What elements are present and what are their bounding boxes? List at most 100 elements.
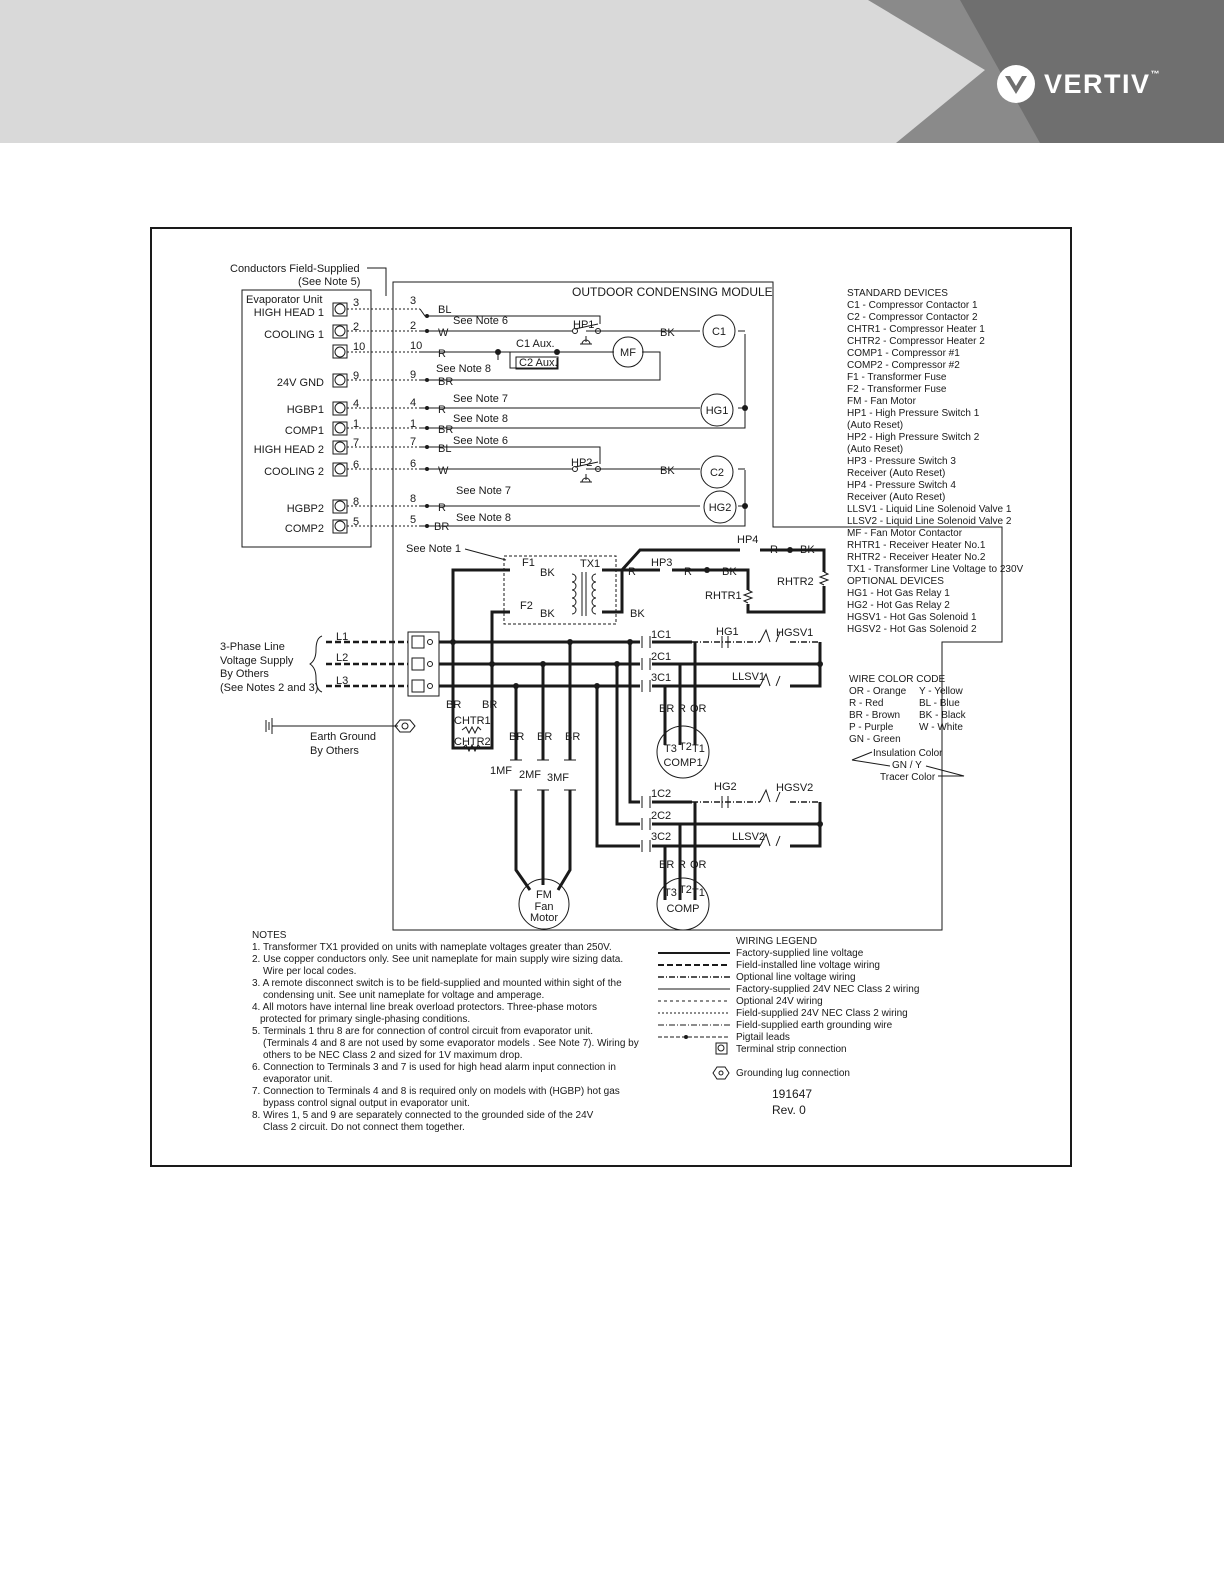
svg-text:MF: MF — [620, 347, 636, 359]
svg-text:C2 Aux.: C2 Aux. — [519, 357, 558, 369]
svg-text:7. Connection to Terminals 4 a: 7. Connection to Terminals 4 and 8 is re… — [252, 1086, 620, 1097]
svg-text:TX1 - Transformer Line Voltage: TX1 - Transformer Line Voltage to 230V — [847, 564, 1024, 575]
fan-motor — [518, 878, 570, 930]
svg-text:WIRING LEGEND: WIRING LEGEND — [736, 936, 817, 947]
svg-text:2C2: 2C2 — [651, 810, 671, 822]
svg-text:1: 1 — [353, 418, 359, 430]
heater-symbols — [704, 547, 830, 604]
hg1-coil — [700, 393, 734, 427]
svg-text:LLSV2 - Liquid Line Solenoid V: LLSV2 - Liquid Line Solenoid Valve 2 — [847, 516, 1012, 527]
svg-text:MF - Fan Motor Contactor: MF - Fan Motor Contactor — [847, 528, 963, 539]
field-line-voltage — [326, 640, 408, 688]
svg-text:Field-installed line voltage w: Field-installed line voltage wiring — [736, 960, 880, 971]
svg-text:2: 2 — [410, 320, 416, 332]
logo-wordmark: VERTIV™ — [1044, 68, 1162, 99]
svg-text:R: R — [438, 404, 446, 416]
svg-text:Receiver (Auto Reset): Receiver (Auto Reset) — [847, 468, 945, 479]
svg-text:See Note 7: See Note 7 — [453, 393, 508, 405]
svg-text:(Terminals 4 and 8 are not use: (Terminals 4 and 8 are not used by some … — [263, 1038, 639, 1049]
svg-text:See Note 6: See Note 6 — [453, 315, 508, 327]
svg-text:BK: BK — [540, 608, 555, 620]
control-wires — [419, 308, 746, 527]
svg-text:C1 - Compressor Contactor 1: C1 - Compressor Contactor 1 — [847, 300, 978, 311]
svg-text:8: 8 — [353, 496, 359, 508]
svg-text:3MF: 3MF — [547, 772, 569, 784]
svg-text:(Auto Reset): (Auto Reset) — [847, 444, 903, 455]
svg-text:FM - Fan Motor: FM - Fan Motor — [847, 396, 917, 407]
svg-text:COMP2 - Compressor #2: COMP2 - Compressor #2 — [847, 360, 960, 371]
notes-list: NOTES 1. Transformer TX1 provided on uni… — [252, 930, 639, 1133]
svg-text:BK: BK — [660, 465, 675, 477]
svg-text:1. Transformer TX1 provided on: 1. Transformer TX1 provided on units wit… — [252, 942, 612, 953]
svg-text:OR: OR — [690, 703, 707, 715]
vertiv-mark-icon — [997, 65, 1035, 103]
svg-text:W: W — [438, 465, 449, 477]
c1-coil — [702, 314, 736, 348]
svg-text:F1: F1 — [522, 557, 535, 569]
svg-text:COMP1: COMP1 — [663, 757, 702, 769]
hp1-switch — [572, 323, 601, 345]
svg-text:OPTIONAL DEVICES: OPTIONAL DEVICES — [847, 576, 944, 587]
svg-text:4. All motors have internal li: 4. All motors have internal line break o… — [252, 1002, 597, 1013]
svg-text:T1: T1 — [692, 743, 705, 755]
svg-text:COMP1 - Compressor #1: COMP1 - Compressor #1 — [847, 348, 960, 359]
svg-text:R: R — [438, 502, 446, 514]
svg-text:BR: BR — [509, 731, 524, 743]
svg-text:BR: BR — [438, 424, 453, 436]
wire-color-code: WIRE COLOR CODE OR - Orange R - Red BR -… — [849, 674, 967, 783]
svg-text:Factory-supplied 24V NEC Class: Factory-supplied 24V NEC Class 2 wiring — [736, 984, 919, 995]
control-wire-colors: BL W R BR R BR BL W R BR BK BK — [434, 304, 675, 533]
wiring-legend: WIRING LEGEND Factory-supplied line volt… — [736, 936, 919, 1079]
svg-text:7: 7 — [353, 437, 359, 449]
svg-text:HP2: HP2 — [571, 457, 592, 469]
svg-text:BR: BR — [537, 731, 552, 743]
svg-text:7: 7 — [410, 436, 416, 448]
svg-text:10: 10 — [353, 341, 365, 353]
svg-text:Voltage Supply: Voltage Supply — [220, 655, 294, 667]
svg-text:3-Phase Line: 3-Phase Line — [220, 641, 285, 653]
svg-text:HGSV2 - Hot Gas Solenoid 2: HGSV2 - Hot Gas Solenoid 2 — [847, 624, 977, 635]
svg-text:Field-supplied 24V NEC Class 2: Field-supplied 24V NEC Class 2 wiring — [736, 1008, 908, 1019]
drawing-number: 191647 — [772, 1087, 812, 1101]
svg-text:protected for primary single-p: protected for primary single-phasing con… — [260, 1014, 470, 1025]
svg-text:RHTR2: RHTR2 — [777, 576, 814, 588]
svg-text:6: 6 — [410, 458, 416, 470]
svg-text:GN - Green: GN - Green — [849, 734, 901, 745]
svg-text:Motor: Motor — [530, 912, 558, 924]
svg-text:CHTR2 - Compressor Heater 2: CHTR2 - Compressor Heater 2 — [847, 336, 985, 347]
mf-coil — [612, 336, 644, 368]
svg-text:NOTES: NOTES — [252, 930, 287, 941]
terminal-strip: HIGH HEAD 1 3 COOLING 1 2 10 24V GND 9 H… — [254, 297, 366, 535]
svg-text:See Note 1: See Note 1 — [406, 543, 461, 555]
svg-text:See Note 7: See Note 7 — [456, 485, 511, 497]
svg-text:F2 - Transformer Fuse: F2 - Transformer Fuse — [847, 384, 947, 395]
svg-text:GN / Y: GN / Y — [892, 760, 922, 771]
svg-text:10: 10 — [410, 340, 422, 352]
field-supplied-label-1: Conductors Field-Supplied — [230, 263, 360, 275]
contact-symbols — [461, 628, 781, 852]
svg-text:TX1: TX1 — [580, 558, 600, 570]
svg-text:BL: BL — [438, 304, 451, 316]
svg-text:6. Connection to Terminals 3 a: 6. Connection to Terminals 3 and 7 is us… — [252, 1062, 616, 1073]
svg-text:condensing unit. See unit name: condensing unit. See unit nameplate for … — [263, 990, 544, 1001]
c2-coil — [700, 455, 734, 489]
svg-text:WIRE COLOR CODE: WIRE COLOR CODE — [849, 674, 945, 685]
terminal-label: COMP1 — [285, 425, 324, 437]
svg-text:T3: T3 — [664, 887, 677, 899]
svg-text:By Others: By Others — [220, 668, 269, 680]
transformer-wiring — [451, 548, 826, 662]
svg-text:3: 3 — [410, 295, 416, 307]
svg-text:Tracer Color: Tracer Color — [880, 772, 936, 783]
svg-text:9: 9 — [353, 370, 359, 382]
optional-line-wiring — [692, 641, 820, 803]
standard-devices-list: STANDARD DEVICES C1 - Compressor Contact… — [847, 288, 1024, 635]
svg-text:Wire per local codes.: Wire per local codes. — [263, 966, 356, 977]
svg-text:HG2 - Hot Gas Relay 2: HG2 - Hot Gas Relay 2 — [847, 600, 950, 611]
svg-text:HG2: HG2 — [709, 502, 732, 514]
comp1-motor — [656, 725, 710, 779]
svg-text:See Note 8: See Note 8 — [453, 413, 508, 425]
svg-text:4: 4 — [353, 398, 359, 410]
svg-text:Grounding lug connection: Grounding lug connection — [736, 1068, 850, 1079]
svg-text:COMP: COMP — [667, 903, 700, 915]
svg-text:2. Use copper conductors only.: 2. Use copper conductors only. See unit … — [252, 954, 623, 965]
